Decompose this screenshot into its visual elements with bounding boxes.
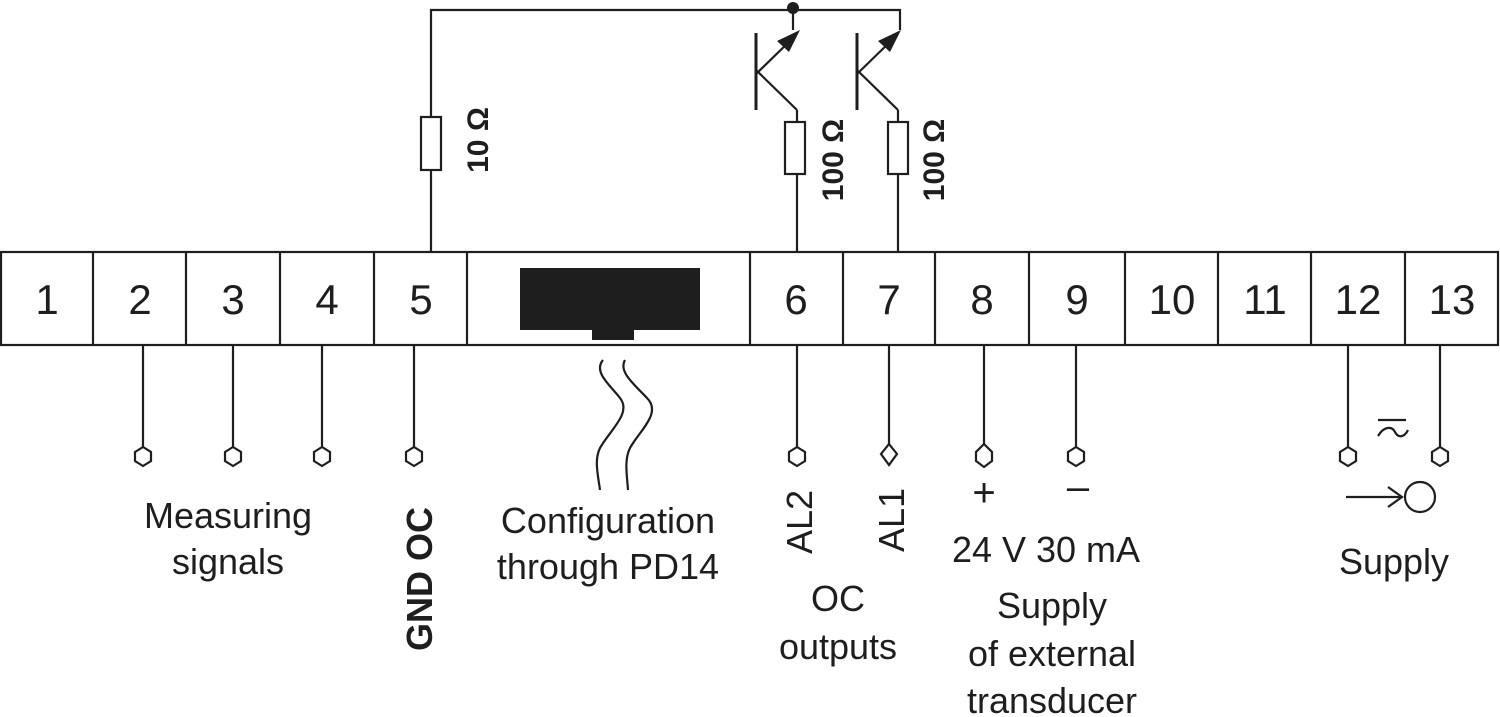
pin-marker [133,445,153,468]
supply-symbol [1346,418,1437,514]
transistor-al1 [855,30,901,122]
pin-marker [312,445,332,468]
terminal-number: 9 [1065,276,1088,323]
labels: Measuring signals GND OC Configuration t… [144,465,1449,717]
pin-marker [223,445,243,468]
terminal-number: 10 [1149,276,1196,323]
pin-marker [1430,445,1450,468]
terminal-number: 8 [970,276,993,323]
pin-marker [404,445,424,468]
terminal-number: 12 [1335,276,1382,323]
config-cable [595,359,654,491]
supply-label: Supply [1339,541,1449,582]
pin-marker [1338,445,1358,468]
resistor-r3 [886,120,910,176]
terminal-number: 11 [1243,276,1287,323]
plus-label: + [972,471,995,515]
configuration-line2: through PD14 [497,546,719,587]
oc-outputs-line2: outputs [779,626,897,667]
terminal-number: 7 [877,276,900,323]
config-connector-tab [592,328,634,340]
resistor-r2 [783,120,807,176]
configuration-line1: Configuration [501,500,715,541]
al2-label: AL2 [779,490,820,554]
supply-ext-line2: of external [968,633,1136,674]
terminal-number: 4 [315,276,338,323]
terminal-number: 5 [409,276,432,323]
terminal-number: 2 [128,276,151,323]
supply-terminal-icon [1403,480,1437,514]
al1-label: AL1 [871,488,912,552]
resistor-r1 [419,115,443,172]
terminal-number: 13 [1429,276,1476,323]
terminal-number: 1 [35,276,58,323]
junction-dot [787,2,799,14]
pin-marker [1066,445,1086,468]
supply-ext-line3: transducer [967,680,1137,717]
pin-marker [974,442,994,469]
supply-ext-line1: Supply [997,585,1107,626]
pin-marker [879,442,899,467]
top-wiring: 10 Ω 100 Ω 100 Ω [419,2,951,252]
minus-label: – [1067,465,1090,509]
pin-marker [787,445,807,468]
ac-wave-icon [1377,426,1409,438]
voltage-label: 24 V 30 mA [952,529,1140,570]
terminal-number: 6 [784,276,807,323]
measuring-signals-line2: signals [172,541,284,582]
terminal-number: 3 [221,276,244,323]
terminal-strip: 1 2 3 4 5 6 7 8 9 10 11 12 13 [0,250,1500,347]
lead-wires [133,345,1450,469]
measuring-signals-line1: Measuring [144,495,312,536]
config-connector [520,268,700,330]
resistor-r3-label: 100 Ω [918,119,951,201]
resistor-r1-label: 10 Ω [462,107,495,173]
gnd-oc-label: GND OC [399,507,440,651]
resistor-r2-label: 100 Ω [817,119,850,201]
oc-outputs-line1: OC [811,578,865,619]
transistor-al2 [754,30,800,122]
